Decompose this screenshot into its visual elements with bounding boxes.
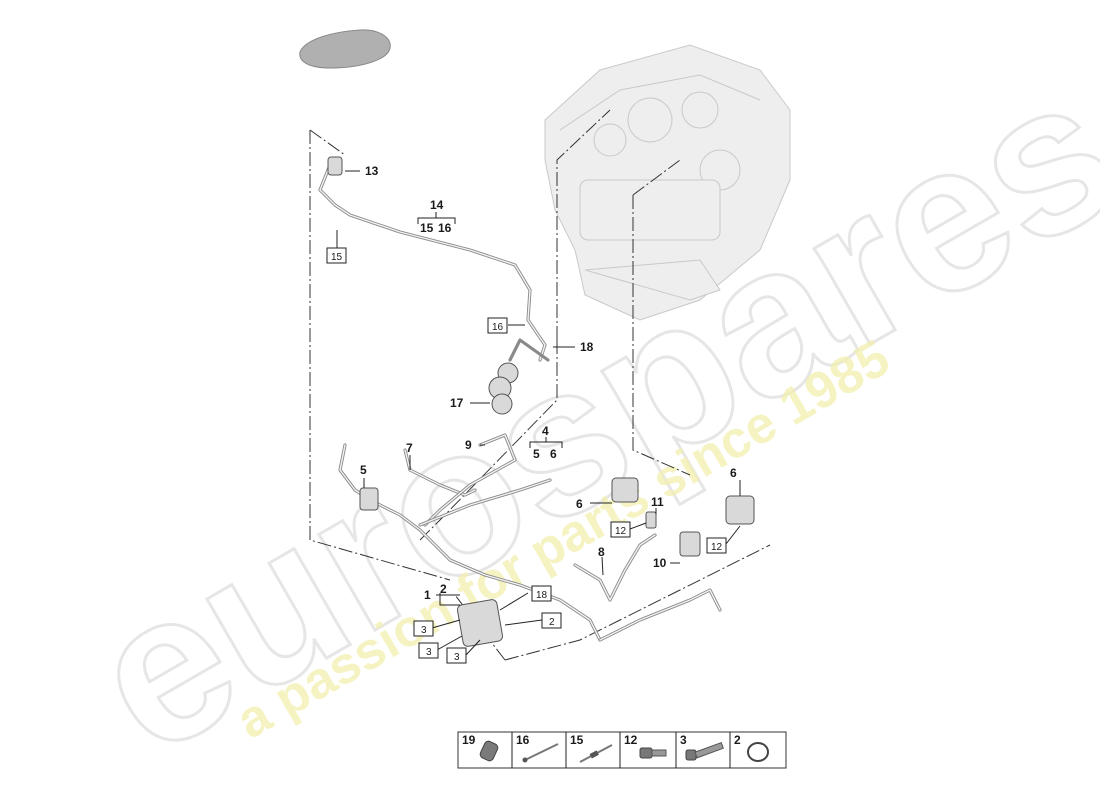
legend-num-3: 3 xyxy=(680,733,687,747)
callout-6-valve: 6 xyxy=(576,497,583,511)
box-callout-12-a: 12 xyxy=(610,521,631,538)
leader-lines xyxy=(336,170,741,656)
bolt-long-icon xyxy=(685,741,724,761)
sensor-10 xyxy=(679,531,701,557)
o-ring-icon xyxy=(747,742,769,762)
box-callout-15: 15 xyxy=(326,247,347,264)
hardware-legend: 19 16 15 12 3 2 xyxy=(457,731,787,769)
legend-num-19: 19 xyxy=(462,733,476,747)
svg-text:15: 15 xyxy=(331,252,343,263)
box-callout-18: 18 xyxy=(531,585,552,602)
bolt-short-icon xyxy=(639,747,667,759)
legend-num-12: 12 xyxy=(624,733,638,747)
svg-text:18: 18 xyxy=(536,590,548,601)
box-callout-12-b: 12 xyxy=(706,537,727,554)
valve-6b xyxy=(725,495,755,525)
callout-4: 4 xyxy=(542,424,549,438)
callout-17: 17 xyxy=(450,396,464,410)
box-callout-3-a: 3 xyxy=(413,620,434,637)
callout-13: 13 xyxy=(365,164,379,178)
box-callout-16: 16 xyxy=(487,317,508,334)
car-silhouette-icon xyxy=(299,29,391,69)
callout-labels: 13 14 15 16 18 17 9 7 4 5 6 5 6 11 6 8 1… xyxy=(360,164,737,602)
boxed-callouts: 15 16 12 12 18 3 2 3 xyxy=(326,247,727,664)
legend-num-16: 16 xyxy=(516,733,530,747)
callout-14: 14 xyxy=(430,198,444,212)
accumulator-17 xyxy=(488,362,519,415)
svg-text:3: 3 xyxy=(426,647,432,658)
svg-text:12: 12 xyxy=(615,526,627,537)
callout-10: 10 xyxy=(653,556,667,570)
callout-5: 5 xyxy=(533,447,540,461)
callout-1: 1 xyxy=(424,588,431,602)
callout-15: 15 xyxy=(420,221,434,235)
pump-1 xyxy=(456,599,504,647)
part-shapes xyxy=(327,156,755,647)
cable-tie-icon xyxy=(522,743,559,763)
callout-8: 8 xyxy=(598,545,605,559)
sensor-11 xyxy=(645,511,657,529)
sensor-5a xyxy=(359,487,379,511)
svg-text:2: 2 xyxy=(549,617,555,628)
callout-11: 11 xyxy=(651,495,664,509)
callout-6: 6 xyxy=(550,447,557,461)
callout-6-right: 6 xyxy=(730,466,737,480)
valve-6a xyxy=(611,477,639,503)
svg-text:16: 16 xyxy=(492,322,504,333)
box-callout-3-c: 3 xyxy=(446,647,467,664)
svg-text:3: 3 xyxy=(421,625,427,636)
callout-2: 2 xyxy=(440,582,447,596)
callout-5-sensor: 5 xyxy=(360,463,367,477)
callout-9: 9 xyxy=(465,438,472,452)
svg-text:12: 12 xyxy=(711,542,723,553)
callout-16: 16 xyxy=(438,221,452,235)
legend-num-15: 15 xyxy=(570,733,584,747)
box-callout-2: 2 xyxy=(541,612,562,629)
bracket-13 xyxy=(327,156,343,176)
dash-dot-frame xyxy=(309,109,771,661)
legend-num-2: 2 xyxy=(734,733,741,747)
fuel-lines xyxy=(318,163,722,642)
callout-18: 18 xyxy=(580,340,594,354)
callout-7: 7 xyxy=(406,441,413,455)
box-callout-3-b: 3 xyxy=(418,642,439,659)
grommet-icon xyxy=(479,740,499,762)
clip-icon xyxy=(579,744,613,763)
svg-text:3: 3 xyxy=(454,652,460,663)
